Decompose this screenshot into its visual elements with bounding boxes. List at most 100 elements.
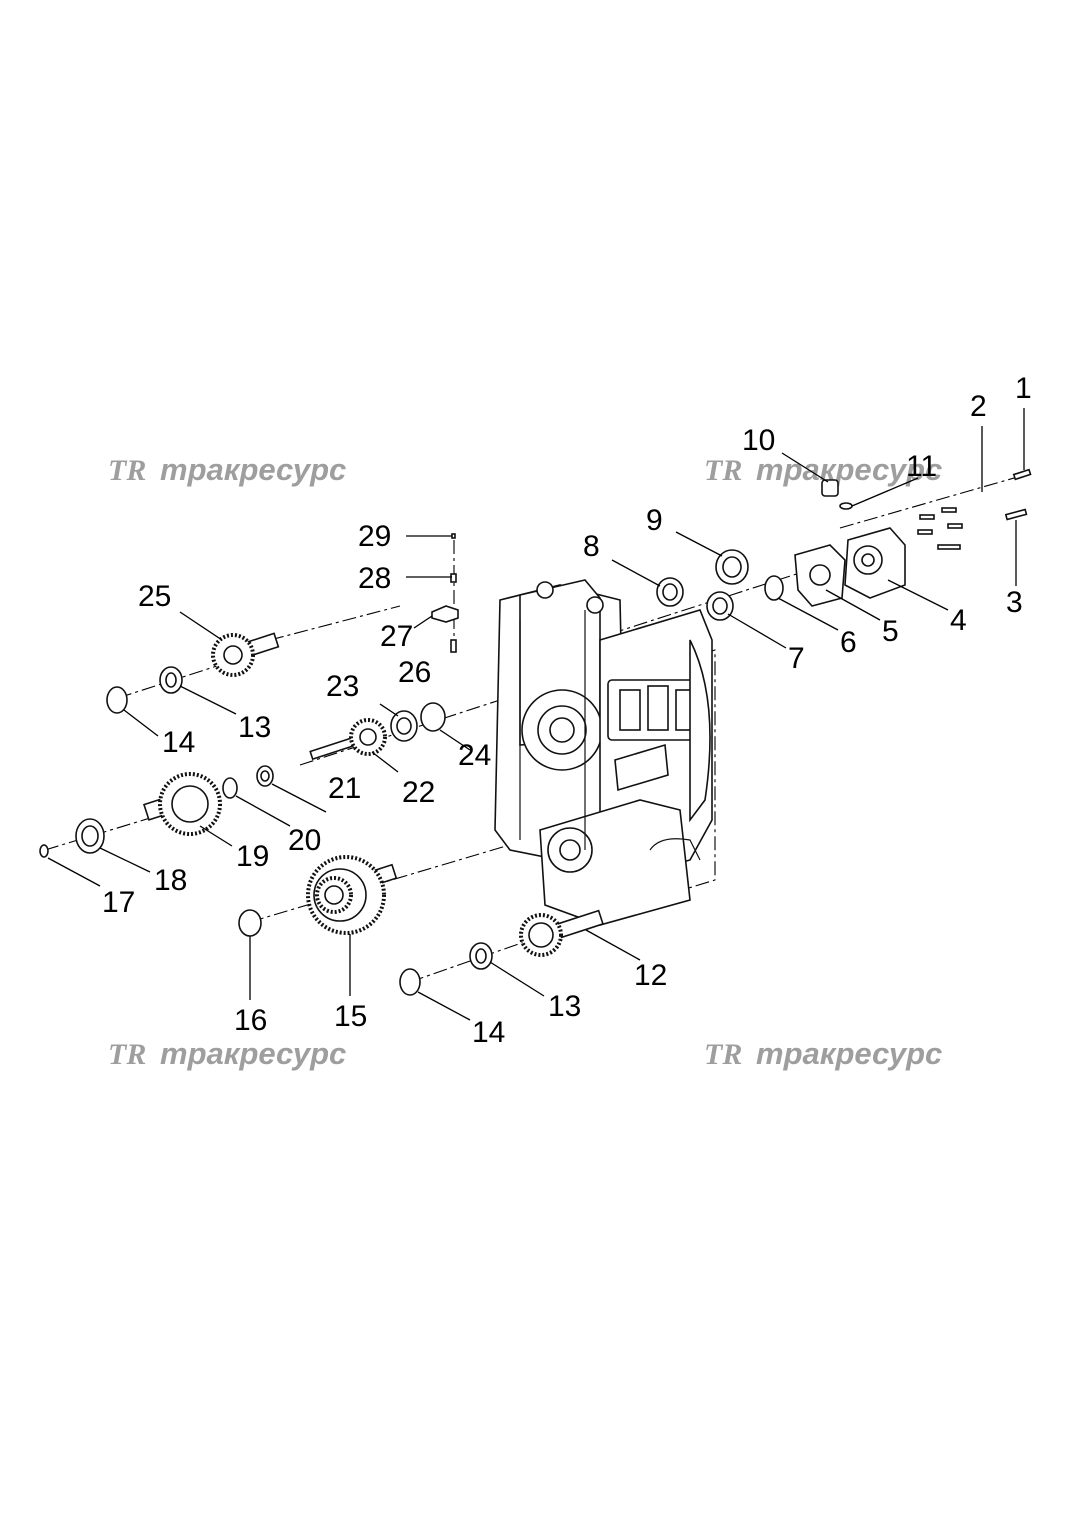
callout-4: 4 (950, 604, 967, 637)
callout-20: 20 (288, 824, 321, 857)
part-22-shaft (309, 718, 387, 761)
watermark-text: тракресурс (160, 452, 346, 487)
part-5-gasket (794, 544, 846, 607)
callout-numbers: 1 2 3 4 5 6 7 8 9 10 11 12 13 14 15 16 1… (102, 372, 1032, 1049)
leader-9 (675, 531, 723, 557)
part-27-bracket (431, 605, 459, 623)
axis-top-cover (839, 473, 1029, 529)
watermark-bottom-left: TR тракресурс (108, 1036, 346, 1071)
part-14-ring-lower (399, 968, 421, 996)
callout-24: 24 (458, 739, 491, 772)
part-7-seal (706, 591, 734, 621)
part-3-bolt (1004, 508, 1028, 521)
part-13-bearing-upper (159, 666, 183, 694)
part-18-seal (75, 818, 105, 854)
callout-28: 28 (358, 562, 391, 595)
watermark-logo: TR (704, 454, 742, 487)
callout-11: 11 (906, 450, 937, 483)
part-9-seal (715, 549, 749, 585)
part-10-plug (821, 479, 839, 497)
part-17-ring-small (39, 844, 49, 858)
callout-17: 17 (102, 886, 135, 919)
leader-5 (825, 589, 881, 621)
part-16-ring (238, 909, 262, 937)
callout-12: 12 (634, 959, 667, 992)
leader-13-upper (179, 685, 237, 715)
callout-14-upper: 14 (162, 726, 195, 759)
leader-12 (585, 929, 641, 961)
callout-10: 10 (742, 424, 775, 457)
callout-15: 15 (334, 1000, 367, 1033)
callout-13-upper: 13 (238, 711, 271, 744)
watermark-logo: TR (108, 1038, 146, 1071)
part-6-oring (764, 575, 784, 601)
watermark-top-left: TR тракресурс (108, 452, 346, 487)
watermark-text: тракресурс (160, 1036, 346, 1071)
callout-3: 3 (1006, 586, 1023, 619)
part-26-bolt (450, 639, 457, 653)
callout-18: 18 (154, 864, 187, 897)
part-21-bearing (256, 765, 274, 787)
transmission-housing (494, 579, 713, 926)
callout-21: 21 (328, 772, 361, 805)
watermark-logo: TR (108, 454, 146, 487)
part-1-bolt (1012, 468, 1032, 481)
part-8-bearing (656, 577, 684, 607)
leader-lines (47, 408, 1025, 1021)
leader-27 (413, 615, 433, 629)
callout-22: 22 (402, 776, 435, 809)
leader-22 (371, 751, 399, 773)
part-19-gear-shaft (142, 772, 222, 836)
callout-29: 29 (358, 520, 391, 553)
part-28-pin (450, 573, 457, 583)
leader-14-upper (123, 709, 159, 737)
leader-17 (47, 857, 101, 887)
leader-11 (851, 477, 919, 507)
leader-23 (379, 703, 399, 717)
callout-8: 8 (583, 530, 600, 563)
part-12-gear-shaft (519, 909, 604, 957)
leader-20 (235, 795, 291, 827)
leader-13-lower (489, 961, 545, 997)
callout-6: 6 (840, 626, 857, 659)
leader-7 (727, 613, 787, 649)
leader-6 (777, 597, 839, 631)
leader-24 (439, 729, 471, 751)
callout-5: 5 (882, 615, 899, 648)
part-29-pin (451, 533, 456, 539)
part-15-gear (306, 855, 398, 935)
axis-gear-25 (269, 605, 401, 641)
callout-25: 25 (138, 580, 171, 613)
leader-18 (99, 847, 151, 873)
watermark-logo: TR (704, 1038, 742, 1071)
callout-1: 1 (1015, 372, 1032, 405)
leader-8 (611, 559, 661, 587)
callout-7: 7 (788, 642, 805, 675)
leader-14-lower (417, 991, 471, 1021)
part-2-bolt-set (917, 507, 963, 550)
leader-19 (199, 825, 233, 847)
callout-16: 16 (234, 1004, 267, 1037)
callout-23: 23 (326, 670, 359, 703)
part-24-oring (420, 702, 446, 732)
callout-19: 19 (236, 840, 269, 873)
leader-10 (781, 452, 829, 483)
watermark-bottom-right: TR тракресурс (704, 1036, 942, 1071)
callout-26: 26 (398, 656, 431, 689)
leader-25 (179, 611, 223, 641)
part-20-ring (222, 777, 238, 799)
part-25-gear-shaft (211, 632, 280, 677)
callout-14-lower: 14 (472, 1016, 505, 1049)
part-13-bearing-lower (469, 942, 493, 970)
leader-21 (271, 783, 327, 813)
part-4-pump-cover (844, 527, 906, 599)
callout-9: 9 (646, 504, 663, 537)
leader-4 (887, 579, 949, 611)
part-11-oring-small (839, 502, 853, 510)
callout-13-lower: 13 (548, 990, 581, 1023)
part-23-bearing (390, 710, 418, 742)
callout-2: 2 (970, 390, 987, 423)
part-14-ring-upper (106, 686, 128, 714)
callout-27: 27 (380, 620, 413, 653)
